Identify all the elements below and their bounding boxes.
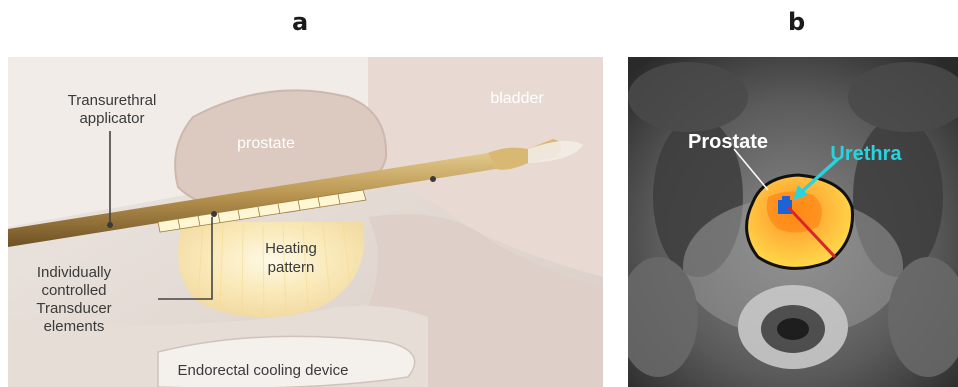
label-applicator-line1: Transurethral [68, 92, 157, 109]
rod-marker-dot [211, 211, 217, 217]
label-transducer-line4: elements [44, 318, 105, 335]
rod-tip-dot [430, 176, 436, 182]
label-heating-line2: pattern [268, 259, 315, 276]
label-bladder: bladder [490, 90, 544, 107]
panel-b-letter: b [788, 8, 805, 36]
label-transducer-line2: controlled [41, 282, 106, 299]
transurethral-ultrasound-illustration: Transurethral applicator prostate bladde… [8, 57, 603, 387]
label-urethra-mri: Urethra [830, 143, 902, 165]
label-applicator-line2: applicator [79, 110, 144, 127]
mri-thermal-map: Prostate Urethra [628, 57, 958, 387]
label-prostate-mri: Prostate [688, 131, 768, 153]
panel-a-letter: a [292, 8, 308, 36]
label-transducer-line1: Individually [37, 264, 112, 281]
label-heating-line1: Heating [265, 240, 317, 257]
label-prostate: prostate [237, 135, 295, 152]
label-cooling-device: Endorectal cooling device [178, 362, 349, 379]
label-transducer-line3: Transducer [36, 300, 111, 317]
